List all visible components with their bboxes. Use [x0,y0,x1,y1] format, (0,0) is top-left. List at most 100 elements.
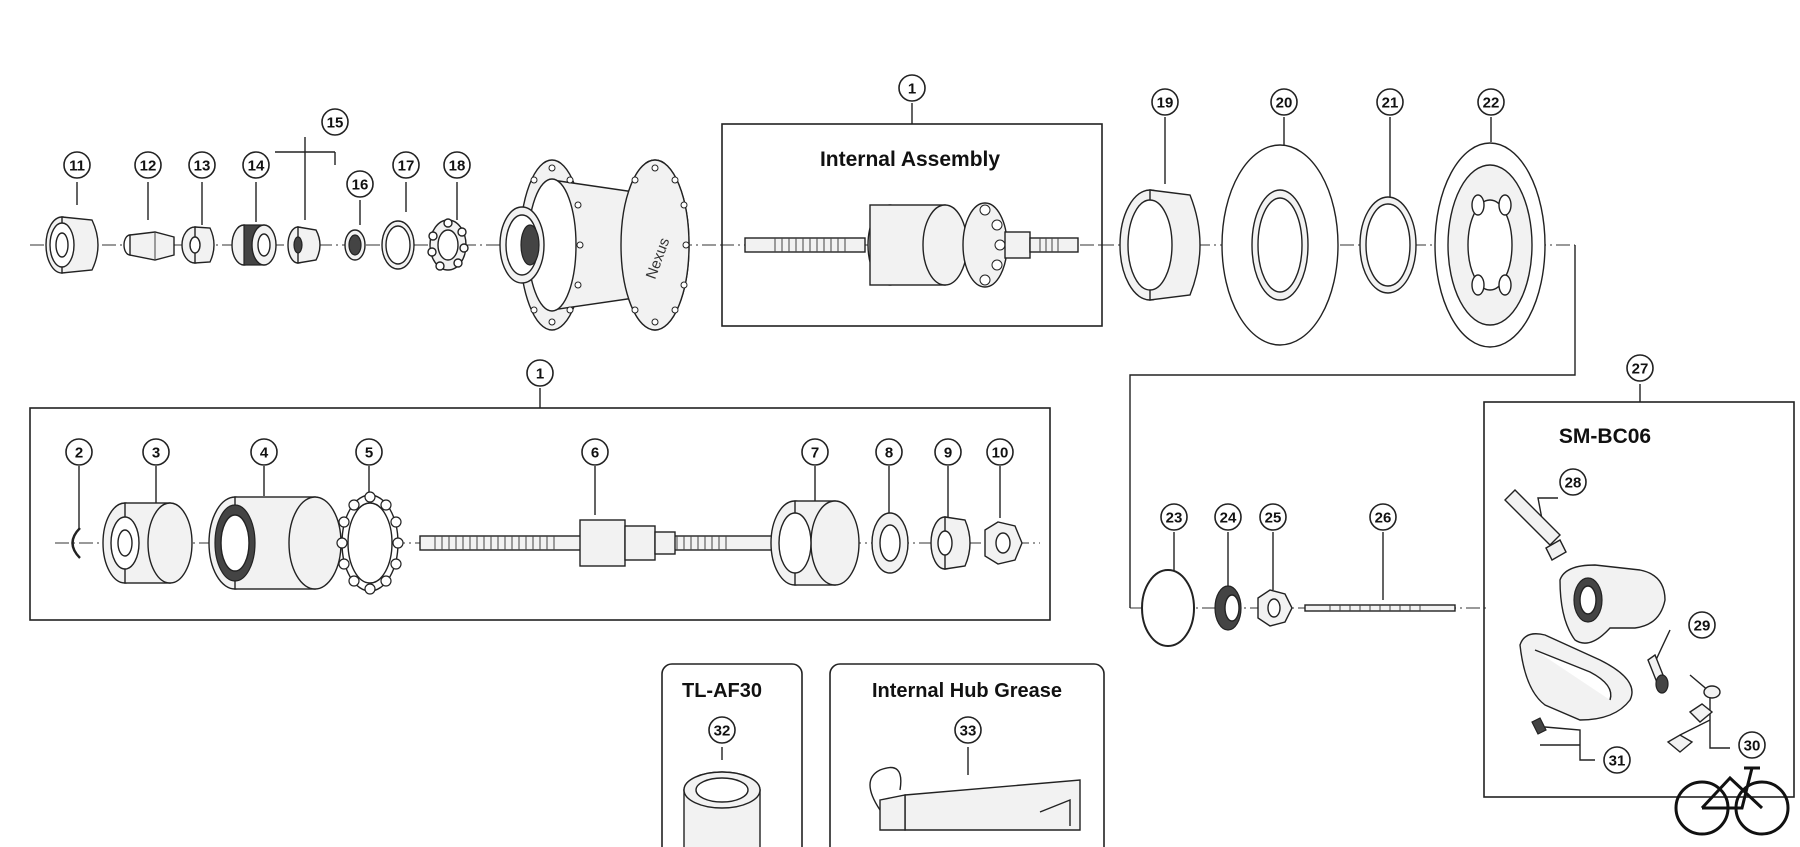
part-30-screw-nut [1666,685,1721,753]
svg-text:20: 20 [1276,95,1293,112]
svg-text:4: 4 [260,445,269,462]
part-label: 13 [188,151,216,179]
svg-text:17: 17 [398,158,415,175]
svg-text:14: 14 [248,158,265,175]
part-label: 25 [1259,503,1287,531]
part-label: 21 [1376,88,1404,116]
part-label: 33 [954,716,982,744]
svg-text:33: 33 [960,723,977,740]
svg-text:12: 12 [140,158,157,175]
part-14-bearing [231,224,277,266]
svg-text:2: 2 [75,445,83,462]
grease-box [829,663,1105,847]
part-3-driver [102,502,193,584]
part-label: 19 [1151,88,1179,116]
part-label: 23 [1160,503,1188,531]
part-11-cone [45,216,99,274]
svg-text:27: 27 [1632,361,1649,378]
part-label: 16 [346,170,374,198]
svg-text:16: 16 [352,177,369,194]
part-9-cone [930,516,971,570]
svg-text:25: 25 [1265,510,1282,527]
part-label: 31 [1603,746,1631,774]
part-17-ring [381,220,415,270]
part-31-screw [1531,717,1547,735]
shifter-box-title: SM-BC06 [1559,425,1651,448]
part-33-grease-tube [869,766,1081,831]
shifter-body [1559,564,1666,644]
svg-text:7: 7 [811,445,819,462]
part-22-sprocket [1434,142,1546,348]
part-26-push-rod [1304,604,1456,612]
svg-text:21: 21 [1382,95,1399,112]
part-label: 11 [63,151,91,179]
part-7-gear-unit [770,500,860,586]
svg-text:6: 6 [591,445,599,462]
part-label: 22 [1477,88,1505,116]
part-label: 5 [355,438,383,466]
part-18-ball-retainer [427,218,469,271]
leader-lines [76,103,1730,775]
part-label: 24 [1214,503,1242,531]
svg-text:3: 3 [152,445,160,462]
part-21-ring [1359,196,1417,294]
grease-box-title: Internal Hub Grease [872,680,1062,702]
part-24-bearing [1214,585,1242,631]
hub-shell: Nexus [499,159,690,331]
shifter-cover [1519,633,1633,721]
part-label: 10 [986,438,1014,466]
svg-text:31: 31 [1609,753,1626,770]
shifter-box [1483,401,1795,798]
part-12-nut [123,231,175,261]
svg-text:26: 26 [1375,510,1392,527]
routing-line [1129,245,1576,608]
svg-text:15: 15 [327,115,344,132]
part-label: 26 [1369,503,1397,531]
internal-assembly-title: Internal Assembly [820,148,1000,171]
svg-text:11: 11 [69,158,85,175]
part-label: 15 [321,108,349,136]
part-label: 9 [934,438,962,466]
svg-text:1: 1 [908,81,916,98]
part-25-nut [1257,589,1293,627]
svg-text:8: 8 [885,445,893,462]
tool-box-title: TL-AF30 [682,680,762,702]
part-15-cone [287,226,321,264]
part-6-axle [419,519,776,567]
svg-text:28: 28 [1565,475,1582,492]
part-label: 6 [581,438,609,466]
svg-text:13: 13 [194,158,211,175]
part-13-washer [181,226,215,264]
part-32-tool [683,771,761,847]
svg-text:10: 10 [992,445,1009,462]
part-19-cup [1119,189,1201,301]
part-10-nut [984,521,1023,565]
part-label: 27 [1626,354,1654,382]
part-4-clutch [208,496,342,590]
part-label: 30 [1738,731,1766,759]
part-label: 12 [134,151,162,179]
part-label: 3 [142,438,170,466]
part-label: 29 [1688,611,1716,639]
part-label: 28 [1559,468,1587,496]
svg-text:22: 22 [1483,95,1500,112]
part-23-o-ring [1141,569,1195,647]
part-20-dust-cover [1221,144,1339,346]
svg-text:30: 30 [1744,738,1761,755]
part-label: 2 [65,438,93,466]
part-16-ring [344,229,366,261]
part-5-ball-retainer [336,491,404,595]
part-label: 8 [875,438,903,466]
svg-text:23: 23 [1166,510,1183,527]
svg-text:18: 18 [449,158,466,175]
svg-text:32: 32 [714,723,731,740]
internal-assembly-drawing [744,202,1079,288]
part-label: 4 [250,438,278,466]
svg-text:1: 1 [536,366,544,383]
part-label: 1 [898,74,926,102]
part-8-retainer [871,512,909,574]
part-2-clip [71,527,81,559]
part-label: 14 [242,151,270,179]
svg-text:19: 19 [1157,95,1174,112]
